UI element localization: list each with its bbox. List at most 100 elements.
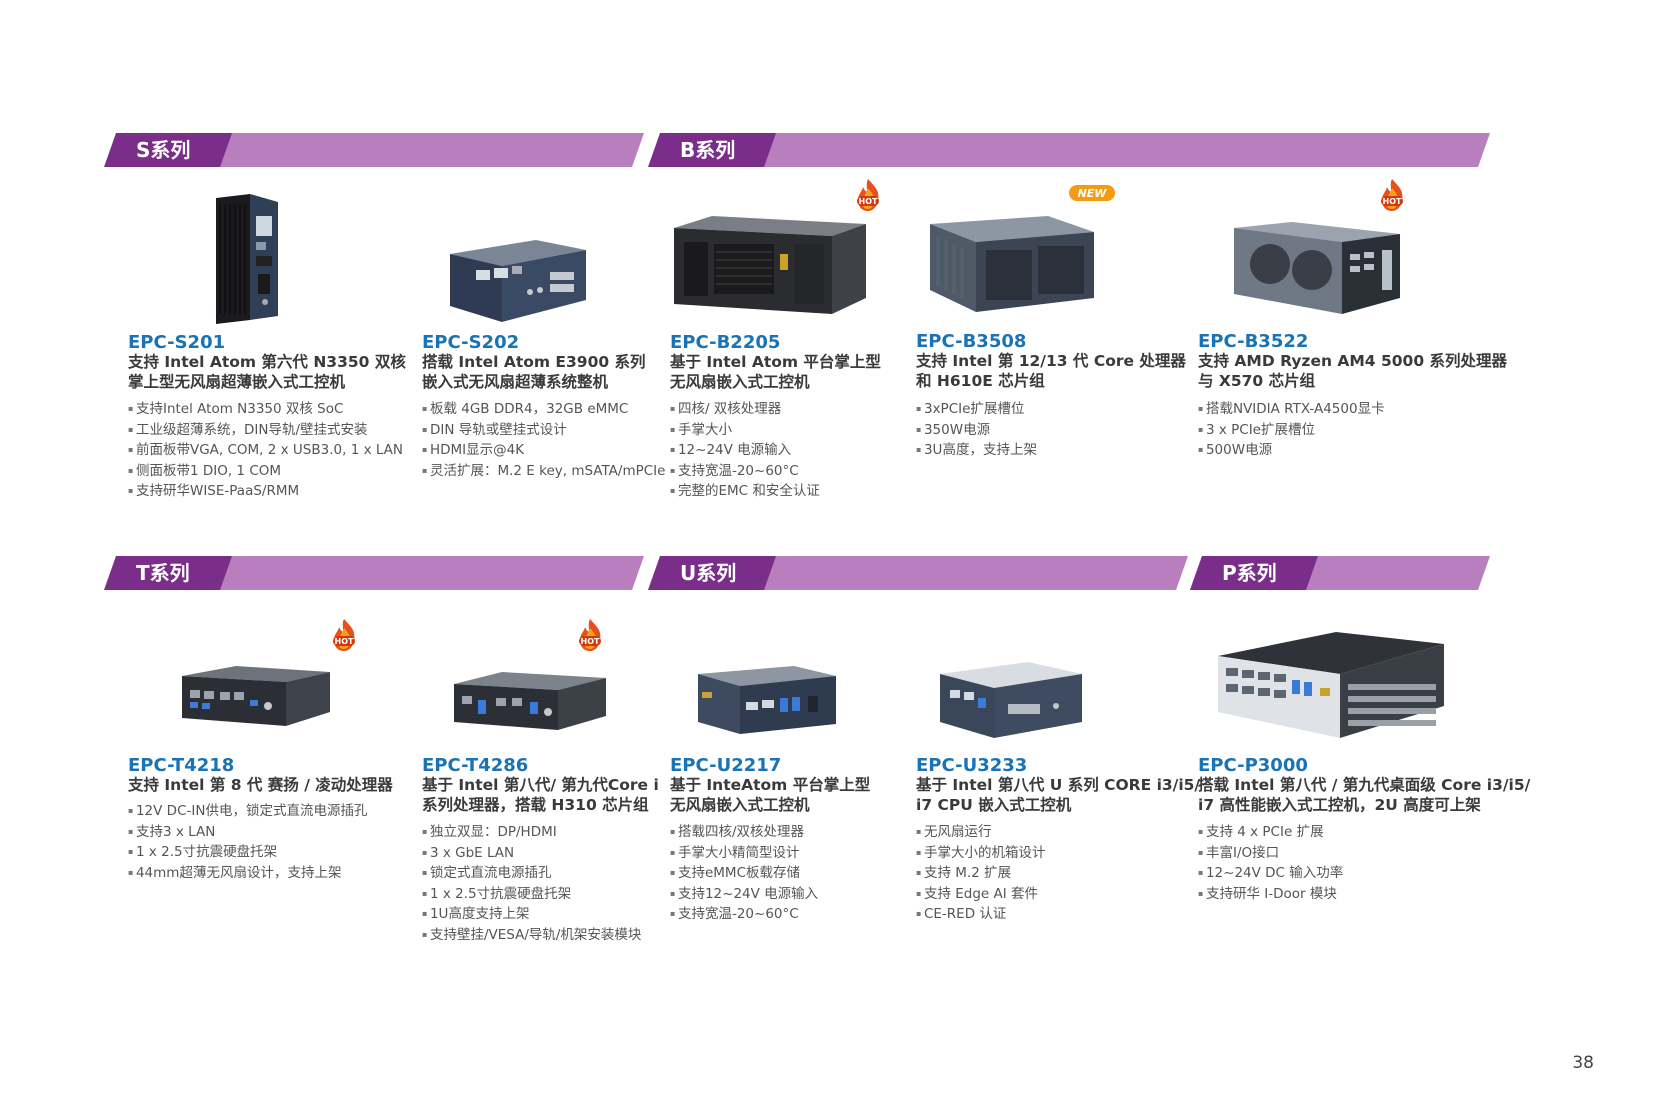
feature-item: 手掌大小精简型设计 bbox=[670, 843, 818, 864]
feature-item: DIN 导轨或壁挂式设计 bbox=[422, 420, 665, 441]
feature-item: 支持 M.2 扩展 bbox=[916, 863, 1045, 884]
feature-item: 完整的EMC 和安全认证 bbox=[670, 481, 820, 502]
product-image-epc-b3508 bbox=[930, 216, 1094, 312]
feature-item: 支持3 x LAN bbox=[128, 822, 367, 843]
product-model: EPC-B3522 bbox=[1198, 331, 1309, 352]
banner-tab bbox=[104, 556, 232, 590]
svg-text:HOT: HOT bbox=[335, 637, 354, 646]
hot-badge-icon: HOT bbox=[333, 619, 355, 651]
feature-item: 前面板带VGA, COM, 2 x USB3.0, 1 x LAN bbox=[128, 440, 403, 461]
banner-tab bbox=[648, 133, 776, 167]
feature-item: 12V DC-IN供电，锁定式直流电源插孔 bbox=[128, 801, 367, 822]
svg-text:HOT: HOT bbox=[1383, 197, 1402, 206]
banner-tab bbox=[648, 556, 776, 590]
feature-item: 工业级超薄系统，DIN导轨/壁挂式安装 bbox=[128, 420, 403, 441]
product-model: EPC-S201 bbox=[128, 332, 226, 353]
product-title-line: 嵌入式无风扇超薄系统整机 bbox=[422, 373, 609, 391]
product-title-line: i7 高性能嵌入式工控机，2U 高度可上架 bbox=[1198, 796, 1481, 814]
product-image-epc-s202 bbox=[450, 240, 586, 322]
feature-item: CE-RED 认证 bbox=[916, 904, 1045, 925]
feature-item: 手掌大小的机箱设计 bbox=[916, 843, 1046, 864]
product-title-line: 支持 Intel 第 8 代 赛扬 / 凌动处理器 bbox=[128, 776, 393, 794]
feature-item: 350W电源 bbox=[916, 420, 1037, 441]
product-title-line: 基于 Intel 第八代/ 第九代Core i bbox=[422, 776, 659, 794]
product-model: EPC-S202 bbox=[422, 332, 520, 353]
feature-item: 12~24V 电源输入 bbox=[670, 440, 820, 461]
feature-item: HDMI显示@4K bbox=[422, 440, 665, 461]
series-label: S系列 bbox=[136, 138, 191, 162]
feature-item: 无风扇运行 bbox=[916, 822, 1045, 843]
feature-item: 12~24V DC 输入功率 bbox=[1198, 863, 1343, 884]
product-title-line: 和 H610E 芯片组 bbox=[916, 372, 1045, 390]
feature-item: 支持 Edge AI 套件 bbox=[916, 884, 1045, 905]
product-image-epc-t4218 bbox=[182, 666, 330, 726]
series-banner-u: U系列 bbox=[648, 556, 1188, 590]
svg-text:HOT: HOT bbox=[859, 197, 878, 206]
feature-list: 无风扇运行 手掌大小的机箱设计 支持 M.2 扩展 支持 Edge AI 套件 … bbox=[916, 822, 1046, 925]
hot-badge-icon: HOT bbox=[1381, 179, 1403, 211]
product-model: EPC-P3000 bbox=[1198, 755, 1308, 776]
product-model: EPC-B2205 bbox=[670, 332, 781, 353]
feature-item: 独立双显：DP/HDMI bbox=[422, 822, 641, 843]
product-image-epc-b2205 bbox=[674, 216, 866, 314]
feature-item: 手掌大小 bbox=[670, 420, 820, 441]
feature-item: 锁定式直流电源插孔 bbox=[422, 863, 641, 884]
feature-item: 1U高度支持上架 bbox=[422, 904, 641, 925]
product-title-line: 与 X570 芯片组 bbox=[1198, 372, 1316, 390]
feature-item: 搭载四核/双核处理器 bbox=[670, 822, 818, 843]
feature-item: 支持宽温-20~60°C bbox=[670, 904, 818, 925]
feature-item: 丰富I/O接口 bbox=[1198, 843, 1343, 864]
product-image-epc-u3233 bbox=[940, 662, 1082, 738]
product-title-line: 支持 Intel Atom 第六代 N3350 双核 bbox=[128, 353, 406, 371]
series-label: P系列 bbox=[1222, 561, 1277, 585]
product-title-line: 搭载 Intel 第八代 / 第九代桌面级 Core i3/i5/ bbox=[1198, 776, 1531, 794]
feature-item: 3 x GbE LAN bbox=[422, 843, 641, 864]
feature-item: 支持壁挂/VESA/导轨/机架安装模块 bbox=[422, 925, 641, 946]
product-title-line: 基于 Intel Atom 平台掌上型 bbox=[670, 353, 881, 371]
series-label: T系列 bbox=[136, 561, 190, 585]
banner-bar bbox=[208, 556, 644, 590]
feature-item: 500W电源 bbox=[1198, 440, 1385, 461]
feature-list: 独立双显：DP/HDMI 3 x GbE LAN 锁定式直流电源插孔 1 x 2… bbox=[422, 822, 641, 945]
feature-item: 1 x 2.5寸抗震硬盘托架 bbox=[422, 884, 641, 905]
feature-item: 3xPCIe扩展槽位 bbox=[916, 399, 1037, 420]
feature-list: 支持 4 x PCIe 扩展 丰富I/O接口 12~24V DC 输入功率 支持… bbox=[1198, 822, 1343, 904]
feature-item: 侧面板带1 DIO, 1 COM bbox=[128, 461, 403, 482]
product-title-line: 掌上型无风扇超薄嵌入式工控机 bbox=[128, 373, 346, 391]
series-banner-s: S系列 bbox=[104, 133, 644, 167]
product-image-epc-u2217 bbox=[698, 666, 836, 734]
feature-item: 1 x 2.5寸抗震硬盘托架 bbox=[128, 842, 367, 863]
product-model: EPC-T4286 bbox=[422, 755, 529, 776]
series-label: U系列 bbox=[680, 561, 737, 585]
feature-item: 灵活扩展：M.2 E key, mSATA/mPCIe bbox=[422, 461, 666, 482]
feature-item: 支持eMMC板载存储 bbox=[670, 863, 818, 884]
banner-tab bbox=[104, 133, 232, 167]
product-model: EPC-T4218 bbox=[128, 755, 235, 776]
feature-list: 支持Intel Atom N3350 双核 SoC 工业级超薄系统，DIN导轨/… bbox=[128, 399, 403, 502]
product-title-line: 无风扇嵌入式工控机 bbox=[670, 373, 810, 391]
product-title-line: i7 CPU 嵌入式工控机 bbox=[916, 796, 1072, 814]
feature-item: 板载 4GB DDR4，32GB eMMC bbox=[422, 399, 665, 420]
feature-item: 支持Intel Atom N3350 双核 SoC bbox=[128, 399, 403, 420]
product-title-line: 系列处理器，搭载 H310 芯片组 bbox=[422, 796, 649, 814]
product-title-line: 基于 InteAtom 平台掌上型 bbox=[670, 776, 871, 794]
banner-bar bbox=[208, 133, 644, 167]
product-title-line: 支持 AMD Ryzen AM4 5000 系列处理器 bbox=[1198, 352, 1508, 370]
feature-list: 3xPCIe扩展槽位 350W电源 3U高度，支持上架 bbox=[916, 399, 1037, 461]
feature-item: 搭载NVIDIA RTX-A4500显卡 bbox=[1198, 399, 1385, 420]
product-model: EPC-U2217 bbox=[670, 755, 782, 776]
series-label: B系列 bbox=[680, 138, 736, 162]
feature-item: 3U高度，支持上架 bbox=[916, 440, 1037, 461]
product-image-epc-p3000 bbox=[1218, 632, 1444, 738]
feature-item: 四核/ 双核处理器 bbox=[670, 399, 820, 420]
product-title-line: 基于 Intel 第八代 U 系列 CORE i3/i5/ bbox=[916, 776, 1201, 794]
new-badge-icon: NEW bbox=[1069, 185, 1115, 201]
product-model: EPC-B3508 bbox=[916, 331, 1027, 352]
product-title-line: 搭载 Intel Atom E3900 系列 bbox=[422, 353, 646, 371]
feature-item: 支持研华 I-Door 模块 bbox=[1198, 884, 1343, 905]
feature-item: 支持宽温-20~60°C bbox=[670, 461, 820, 482]
product-model: EPC-U3233 bbox=[916, 755, 1028, 776]
product-title-line: 支持 Intel 第 12/13 代 Core 处理器 bbox=[916, 352, 1186, 370]
series-banner-b: B系列 bbox=[648, 133, 1490, 167]
banner-bar bbox=[752, 556, 1188, 590]
